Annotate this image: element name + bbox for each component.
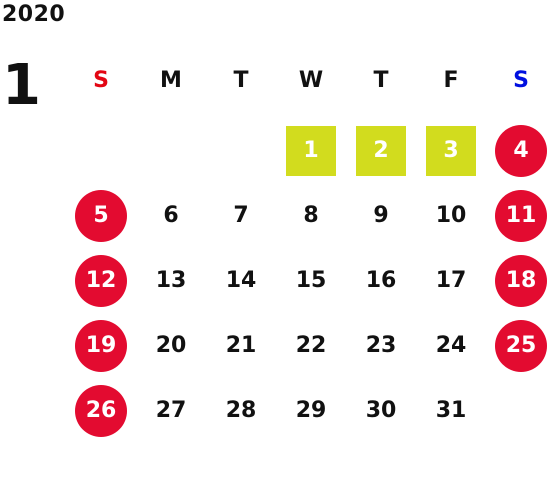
weekday-friday: F [443,67,459,93]
day-cell: 12 [66,248,136,313]
weekday-monday: M [160,67,182,93]
day-cell: 9 [346,183,416,248]
day-number: 9 [373,203,389,228]
day-number-highlighted: 1 [286,125,336,176]
day-number: 20 [155,333,187,358]
day-cell: 14 [206,248,276,313]
day-number-highlighted: 3 [426,125,476,176]
day-cell [486,378,548,443]
day-cell: 10 [416,183,486,248]
weekday-tuesday: T [233,67,249,93]
day-number-circled: 11 [495,189,547,242]
day-number: 29 [295,398,327,423]
day-number-highlighted: 2 [356,125,406,176]
weekday-header-row: S M T W T F S [66,60,548,100]
day-number-circled: 19 [75,319,127,372]
day-number-circled: 5 [75,189,127,242]
day-number: 23 [365,333,397,358]
day-cell: 28 [206,378,276,443]
day-cell: 31 [416,378,486,443]
weekday-sunday: S [93,67,109,93]
day-number: 14 [225,268,257,293]
month-number: 1 [2,53,41,118]
day-number: 16 [365,268,397,293]
day-number: 24 [435,333,467,358]
day-cell: 25 [486,313,548,378]
day-cell [206,118,276,183]
day-cell: 24 [416,313,486,378]
weekday-wednesday: W [298,67,324,93]
day-number-circled: 12 [75,254,127,307]
day-cell: 2 [346,118,416,183]
day-cell: 23 [346,313,416,378]
day-number: 31 [435,398,467,423]
day-cell: 3 [416,118,486,183]
year-label: 2020 [2,2,66,27]
day-number: 13 [155,268,187,293]
day-number-circled: 26 [75,384,127,437]
day-cell: 17 [416,248,486,313]
weekday-thursday: T [373,67,389,93]
day-cell: 26 [66,378,136,443]
day-number: 7 [233,203,249,228]
day-cell: 18 [486,248,548,313]
day-number: 30 [365,398,397,423]
day-cell: 4 [486,118,548,183]
day-cell: 27 [136,378,206,443]
day-number: 8 [303,203,319,228]
day-cell: 6 [136,183,206,248]
day-cell: 7 [206,183,276,248]
day-number: 10 [435,203,467,228]
day-cell: 5 [66,183,136,248]
day-number-circled: 4 [495,124,547,177]
day-cell: 22 [276,313,346,378]
day-cell: 8 [276,183,346,248]
day-cell: 30 [346,378,416,443]
day-number: 27 [155,398,187,423]
day-cell: 15 [276,248,346,313]
day-cell: 1 [276,118,346,183]
day-number-circled: 18 [495,254,547,307]
day-cell: 13 [136,248,206,313]
day-number: 22 [295,333,327,358]
day-number: 6 [163,203,179,228]
weekday-saturday: S [513,67,529,93]
day-number: 15 [295,268,327,293]
day-number: 17 [435,268,467,293]
day-cell: 29 [276,378,346,443]
day-cell: 16 [346,248,416,313]
day-cell: 21 [206,313,276,378]
day-cell: 19 [66,313,136,378]
day-number: 28 [225,398,257,423]
day-number-circled: 25 [495,319,547,372]
day-cell [136,118,206,183]
day-number: 21 [225,333,257,358]
day-cell: 20 [136,313,206,378]
day-cell [66,118,136,183]
day-cell: 11 [486,183,548,248]
